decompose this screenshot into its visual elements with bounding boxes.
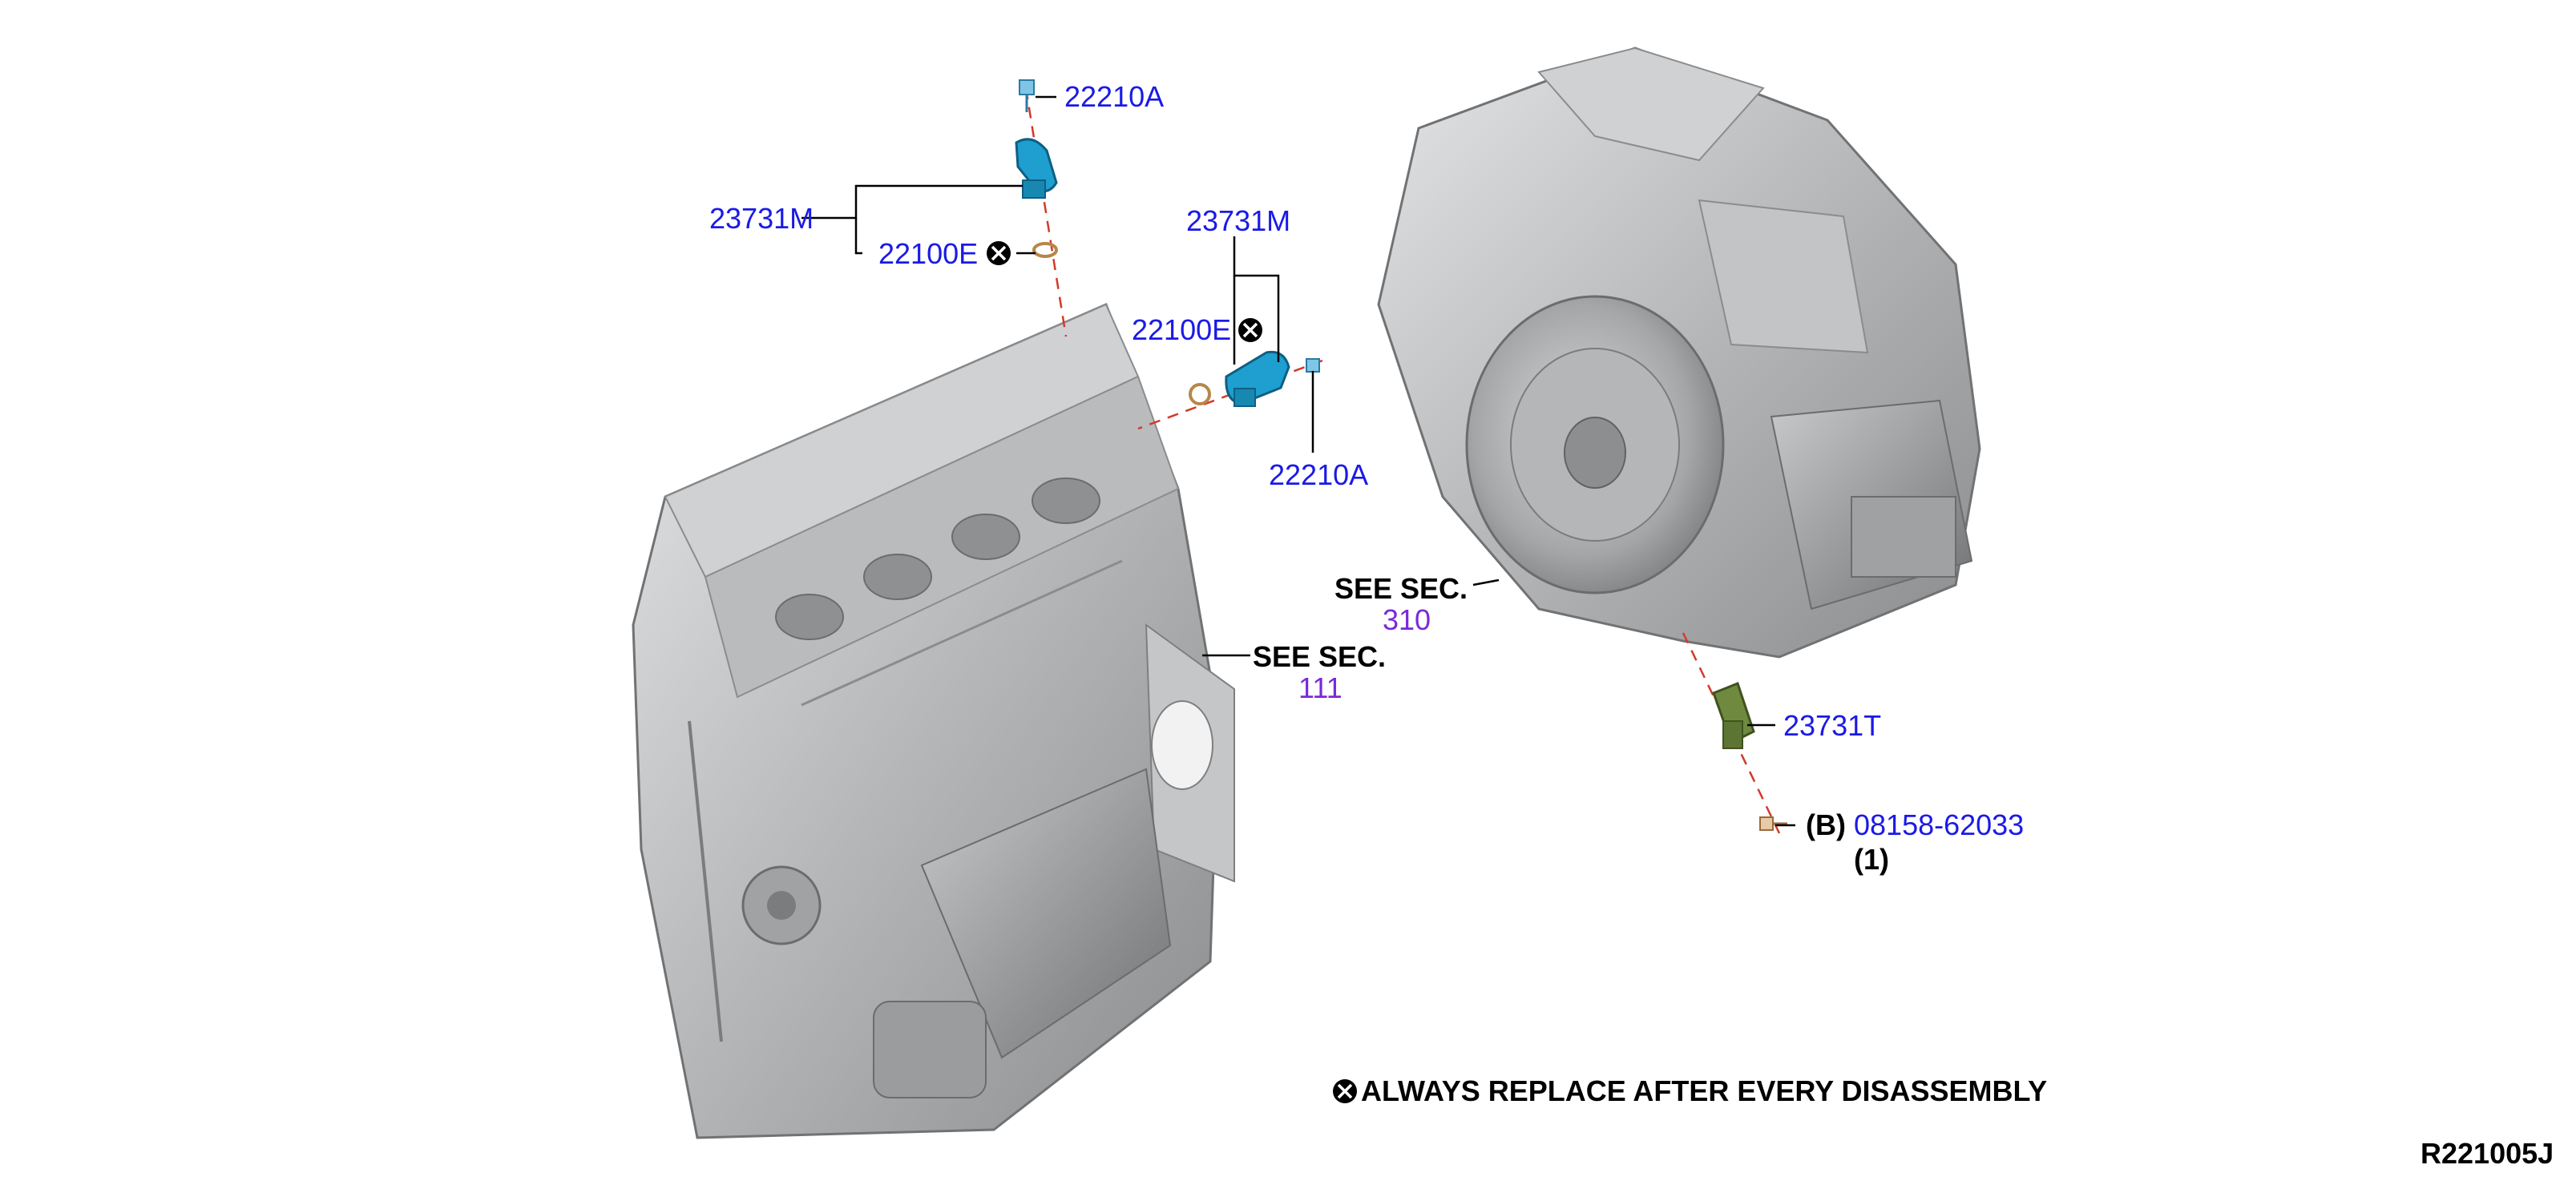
part-label-22210a-top[interactable]: 22210A	[1064, 80, 1164, 113]
part-label-22210a-right[interactable]: 22210A	[1269, 458, 1368, 491]
diagram-reference-code: R221005J	[2421, 1137, 2554, 1170]
replace-note: ALWAYS REPLACE AFTER EVERY DISASSEMBLY	[1361, 1074, 2047, 1107]
see-section-310-label: SEE SEC.	[1334, 572, 1468, 605]
cam-sensor-right	[1225, 350, 1290, 407]
cam-sensor-top	[1015, 138, 1058, 199]
see-section-111-label: SEE SEC.	[1253, 640, 1386, 673]
bolt-top	[1019, 79, 1035, 112]
part-label-23731t[interactable]: 23731T	[1783, 709, 1881, 742]
bolt-right	[1306, 358, 1320, 373]
engine-block-illustration	[632, 303, 1235, 1139]
leader-lines	[801, 95, 1795, 827]
part-label-22100e-right[interactable]: 22100E	[1132, 313, 1231, 346]
transmission-illustration	[1377, 46, 1981, 659]
part-label-22100e-left[interactable]: 22100E	[878, 237, 978, 270]
o-ring-top	[1032, 242, 1058, 258]
section-ref-310[interactable]: 310	[1383, 603, 1431, 636]
part-label-08158-62033[interactable]: 08158-62033	[1854, 808, 2024, 841]
bolt-marker-b: (B)	[1806, 808, 1846, 841]
part-label-23731m-left[interactable]: 23731M	[709, 202, 814, 235]
section-ref-111[interactable]: 111	[1298, 671, 1343, 704]
bolt-bottom	[1759, 816, 1787, 831]
replace-icon-right	[1238, 318, 1262, 342]
o-ring-right	[1189, 383, 1211, 405]
part-label-23731m-right[interactable]: 23731M	[1186, 204, 1290, 237]
replace-icon-note	[1333, 1079, 1357, 1103]
transmission-sensor	[1712, 682, 1755, 749]
quantity-label: (1)	[1854, 843, 1889, 876]
replace-icon-left	[987, 241, 1011, 265]
